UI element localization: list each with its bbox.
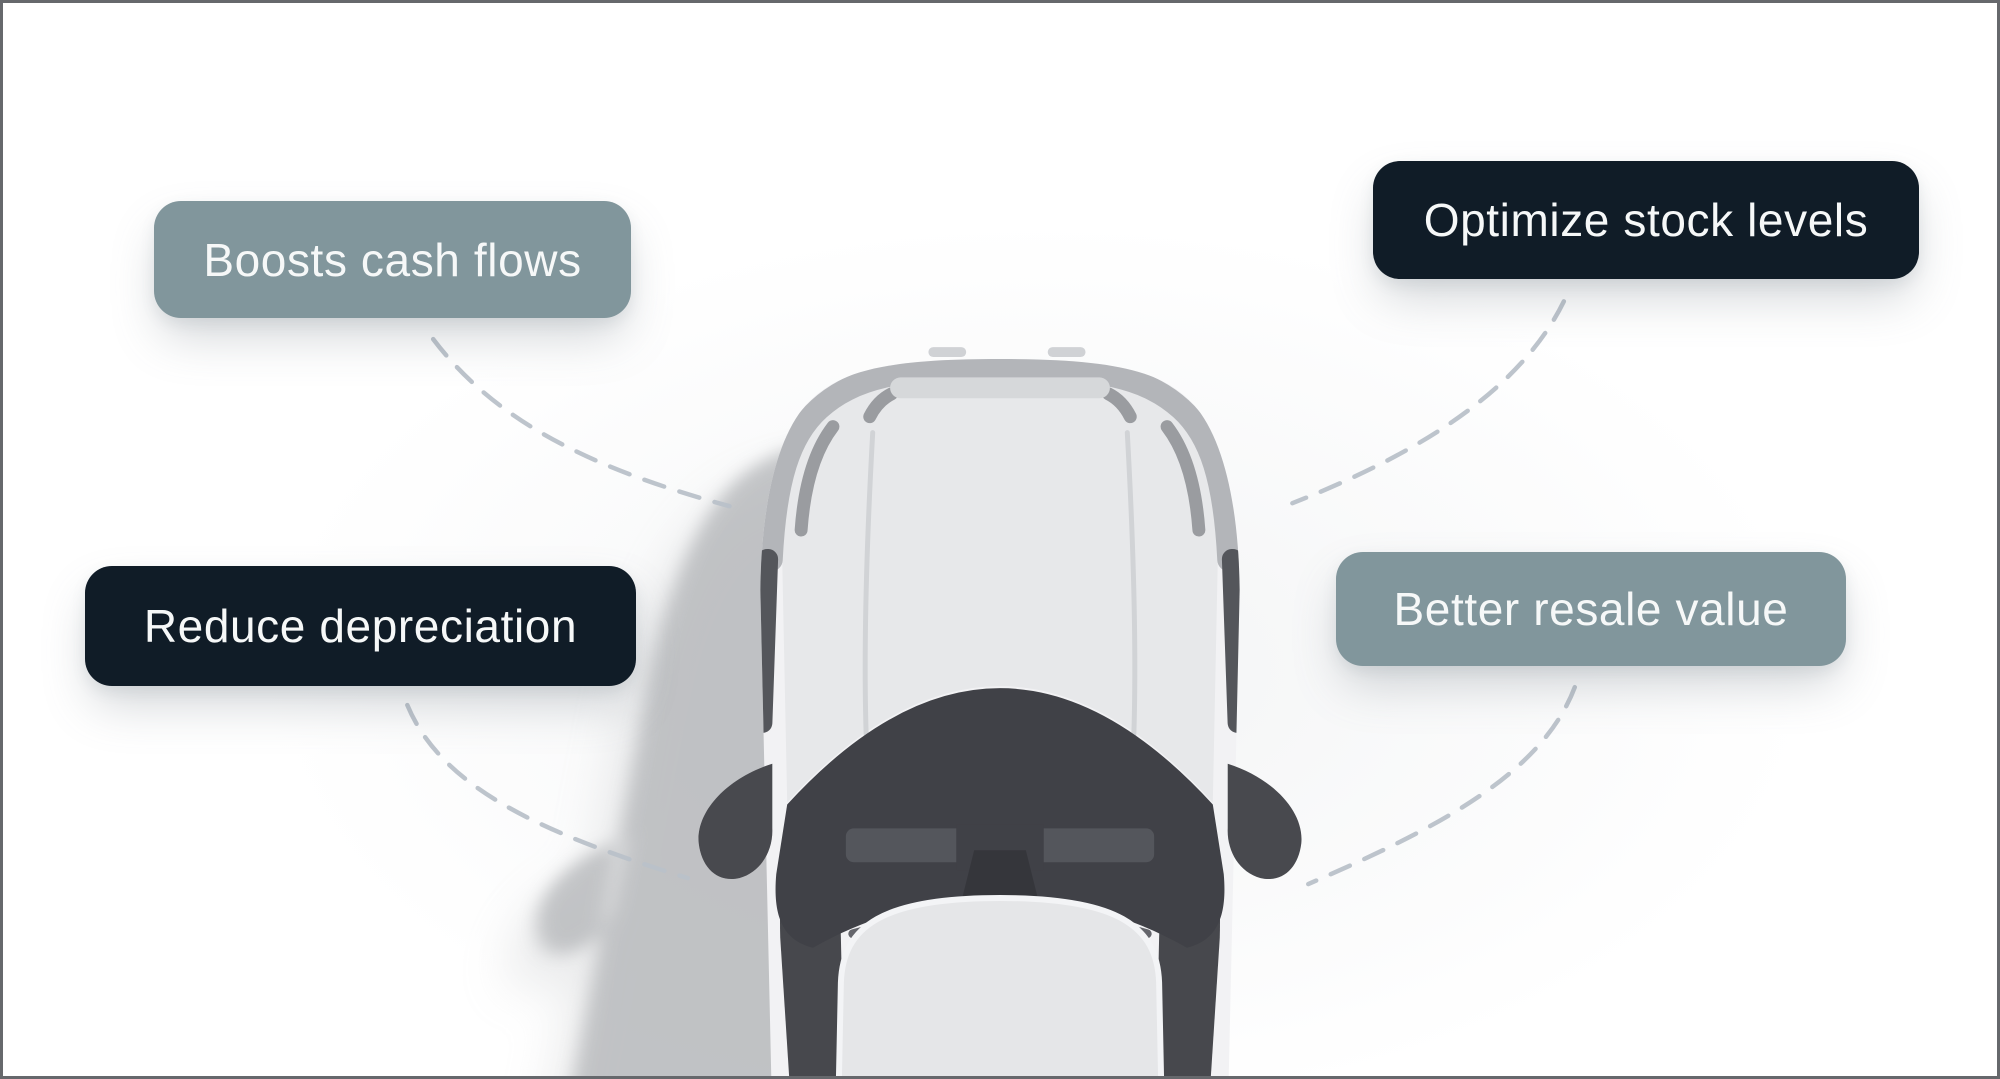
nozzle-left	[928, 347, 967, 358]
car-top-view	[698, 347, 1302, 1076]
callout-label: Optimize stock levels	[1423, 194, 1869, 246]
grille-trim-left	[863, 387, 899, 424]
callout-better-resale-value: Better resale value	[1336, 552, 1846, 666]
car-roof	[835, 895, 1165, 1076]
bumper-trim-right	[1160, 420, 1206, 537]
rearview-mirror	[962, 850, 1038, 898]
front-bumper	[759, 359, 1241, 572]
callout-label: Boosts cash flows	[203, 233, 582, 286]
car-hood	[782, 372, 1218, 803]
callout-optimize-stock-levels: Optimize stock levels	[1373, 161, 1919, 279]
car-illustration	[405, 299, 1578, 1076]
hood-crease-left	[862, 430, 876, 754]
windshield	[775, 688, 1225, 948]
connector-better-resale-value	[1306, 684, 1578, 887]
connector-reduce-depreciation	[405, 702, 690, 881]
connector-boosts-cash-flows	[430, 336, 732, 509]
callout-boosts-cash-flows: Boosts cash flows	[154, 201, 631, 318]
callout-reduce-depreciation: Reduce depreciation	[85, 566, 636, 686]
grille-trim-right	[1101, 387, 1137, 424]
side-mirror-left	[698, 763, 773, 880]
connectors	[405, 299, 1578, 887]
callout-label: Better resale value	[1393, 583, 1789, 635]
side-mirror-right	[1227, 763, 1302, 880]
connector-optimize-stock-levels	[1290, 299, 1567, 506]
nozzle-right	[1047, 347, 1086, 358]
callout-label: Reduce depreciation	[143, 600, 578, 652]
hood-crease-right	[1124, 430, 1138, 754]
bumper-trim-left	[794, 420, 840, 537]
